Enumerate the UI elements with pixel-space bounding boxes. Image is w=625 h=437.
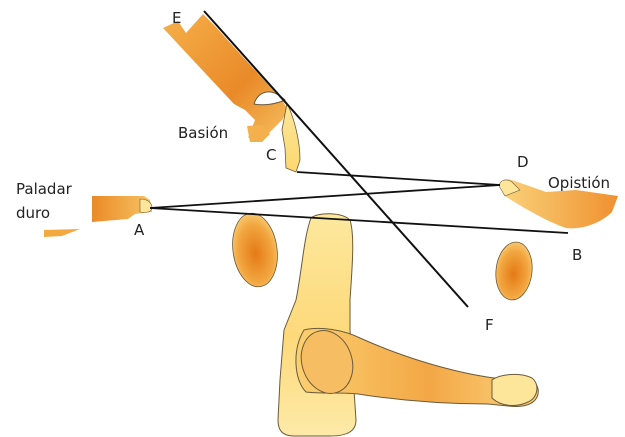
basion-ledge (247, 125, 270, 142)
line-e-f (203, 10, 469, 308)
axis-posterior-arch (295, 327, 539, 407)
point-label-c: C (266, 146, 277, 164)
point-label-d: D (517, 153, 529, 171)
axis-spinous-tip (491, 373, 538, 406)
clivus-bone (163, 14, 288, 140)
atlas-posterior-arch (495, 241, 533, 301)
axis-articular-facet (300, 330, 354, 394)
opisthion-tip (498, 179, 521, 197)
hard-palate-tip (139, 198, 153, 213)
clivus-notch-curve (253, 91, 286, 106)
atlas-anterior-arch (232, 212, 278, 288)
point-label-e: E (172, 9, 182, 27)
label-paladar-line2: duro (16, 204, 51, 222)
point-label-f: F (485, 316, 494, 334)
line-c-d (296, 171, 501, 186)
label-opistion: Opistión (548, 174, 611, 192)
point-label-b: B (572, 246, 583, 264)
line-a-d (149, 184, 501, 209)
label-basion: Basión (178, 124, 229, 142)
line-a-b (149, 207, 569, 234)
palate-lower-fragment (44, 229, 80, 237)
hard-palate-bone (92, 196, 152, 222)
opisthion-bone (499, 179, 618, 229)
axis-dens-body (277, 213, 357, 437)
point-label-a: A (134, 221, 145, 239)
label-paladar-line1: Paladar (16, 180, 72, 198)
basion-bone (281, 101, 301, 173)
